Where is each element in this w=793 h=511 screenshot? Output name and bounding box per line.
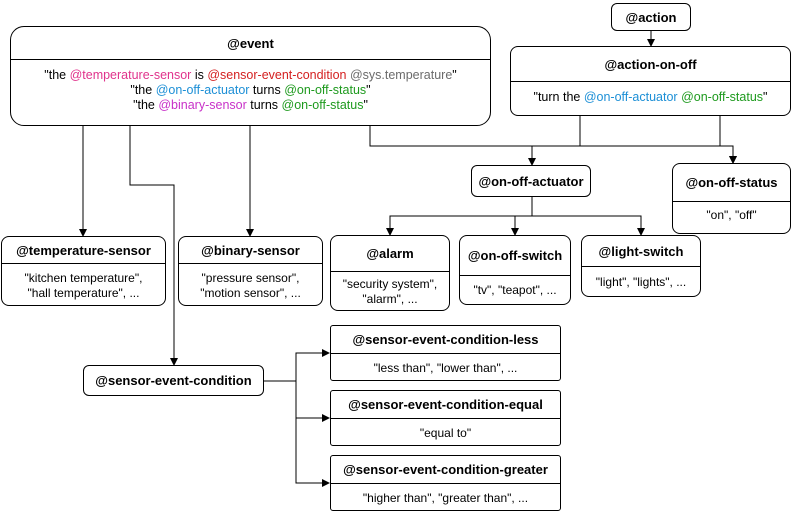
node-title: @sensor-event-condition-equal xyxy=(331,391,560,419)
node-title: @event xyxy=(11,27,490,60)
values-text: "less than", "lower than", ... xyxy=(373,361,518,375)
node-body: "equal to" xyxy=(331,419,560,441)
node-title: @sensor-event-condition-less xyxy=(331,326,560,354)
ref-temperature-sensor: @temperature-sensor xyxy=(69,68,192,82)
edge-actuator-to-light-switch xyxy=(532,215,645,236)
node-condition-equal[interactable]: @sensor-event-condition-equal "equal to" xyxy=(330,390,561,446)
node-title: @on-off-status xyxy=(673,164,790,202)
values-line-2: "alarm", ... xyxy=(362,292,418,306)
node-title: @on-off-switch xyxy=(460,236,570,276)
ref-on-off-actuator: @on-off-actuator xyxy=(583,90,678,104)
node-body: "less than", "lower than", ... xyxy=(331,354,560,376)
edge-actuator-to-alarm xyxy=(386,197,533,236)
text: is xyxy=(191,68,208,82)
text: turns xyxy=(249,83,285,97)
action-line-1: "turn the @on-off-actuator @on-off-statu… xyxy=(511,90,790,105)
node-title: @sensor-event-condition-greater xyxy=(331,456,560,484)
edge-event-to-sensor-event-condition xyxy=(129,126,178,366)
node-body: "tv", "teapot", ... xyxy=(460,276,570,298)
node-title: @action-on-off xyxy=(511,47,790,82)
text: " xyxy=(366,83,371,97)
values-text: "on", "off" xyxy=(706,208,757,222)
node-body: "turn the @on-off-actuator @on-off-statu… xyxy=(511,82,790,105)
node-binary-sensor[interactable]: @binary-sensor "pressure sensor", "motio… xyxy=(178,236,323,306)
edge-action-on-off-to-status xyxy=(719,116,737,164)
node-alarm[interactable]: @alarm "security system", "alarm", ... xyxy=(330,235,450,311)
node-condition-greater[interactable]: @sensor-event-condition-greater "higher … xyxy=(330,455,561,511)
ref-sensor-event-condition: @sensor-event-condition xyxy=(207,68,347,82)
values-text: "tv", "teapot", ... xyxy=(473,283,557,297)
node-on-off-switch[interactable]: @on-off-switch "tv", "teapot", ... xyxy=(459,235,571,305)
values-text: "light", "lights", ... xyxy=(595,275,687,289)
text: " xyxy=(452,68,457,82)
text: " xyxy=(363,98,368,112)
edge-condition-to-greater xyxy=(295,418,330,487)
node-light-switch[interactable]: @light-switch "light", "lights", ... xyxy=(581,235,701,297)
edge-condition-to-equal xyxy=(295,381,330,422)
node-title: @light-switch xyxy=(582,236,700,267)
node-title: @binary-sensor xyxy=(179,237,322,264)
event-line-2: "the @on-off-actuator turns @on-off-stat… xyxy=(11,83,490,98)
node-condition-less[interactable]: @sensor-event-condition-less "less than"… xyxy=(330,325,561,381)
values-line-1: "security system", xyxy=(342,277,438,291)
node-body: "light", "lights", ... xyxy=(582,267,700,290)
event-line-1: "the @temperature-sensor is @sensor-even… xyxy=(11,68,490,83)
ref-binary-sensor: @binary-sensor xyxy=(158,98,247,112)
node-sensor-event-condition[interactable]: @sensor-event-condition xyxy=(83,365,264,396)
ref-on-off-status: @on-off-status xyxy=(284,83,367,97)
node-title: @sensor-event-condition xyxy=(95,373,252,388)
node-on-off-status[interactable]: @on-off-status "on", "off" xyxy=(672,163,791,234)
event-line-3: "the @binary-sensor turns @on-off-status… xyxy=(11,98,490,113)
ref-on-off-actuator: @on-off-actuator xyxy=(155,83,250,97)
ref-sys-temperature: @sys.temperature xyxy=(349,68,453,82)
node-event[interactable]: @event "the @temperature-sensor is @sens… xyxy=(10,26,491,126)
node-temperature-sensor[interactable]: @temperature-sensor "kitchen temperature… xyxy=(1,236,166,306)
node-body: "security system", "alarm", ... xyxy=(331,272,449,307)
text: "the xyxy=(130,83,156,97)
values-text: "equal to" xyxy=(419,426,472,440)
ref-on-off-status: @on-off-status xyxy=(281,98,364,112)
node-title: @temperature-sensor xyxy=(2,237,165,264)
node-title: @on-off-actuator xyxy=(478,173,584,189)
node-body: "higher than", "greater than", ... xyxy=(331,484,560,506)
node-body: "pressure sensor", "motion sensor", ... xyxy=(179,264,322,301)
text: "the xyxy=(44,68,70,82)
text: turns xyxy=(246,98,282,112)
node-on-off-actuator[interactable]: @on-off-actuator xyxy=(471,165,591,197)
values-line-1: "kitchen temperature", xyxy=(24,271,143,285)
node-action-on-off[interactable]: @action-on-off "turn the @on-off-actuato… xyxy=(510,46,791,116)
edge-event-to-on-off-status xyxy=(369,126,737,164)
edge-condition-to-less xyxy=(264,349,330,382)
node-body: "the @temperature-sensor is @sensor-even… xyxy=(11,60,490,113)
node-title: @alarm xyxy=(331,236,449,272)
node-body: "kitchen temperature", "hall temperature… xyxy=(2,264,165,301)
text: "the xyxy=(133,98,159,112)
node-body: "on", "off" xyxy=(673,202,790,223)
node-title: @action xyxy=(625,9,677,25)
node-action[interactable]: @action xyxy=(611,3,691,31)
text: "turn the xyxy=(533,90,584,104)
values-text: "higher than", "greater than", ... xyxy=(362,491,529,505)
edge-action-on-off-to-actuator xyxy=(528,116,581,166)
ref-on-off-status: @on-off-status xyxy=(681,90,764,104)
values-line-2: "hall temperature", ... xyxy=(27,286,140,300)
values-line-2: "motion sensor", ... xyxy=(200,286,301,300)
text: " xyxy=(763,90,768,104)
values-line-1: "pressure sensor", xyxy=(201,271,300,285)
